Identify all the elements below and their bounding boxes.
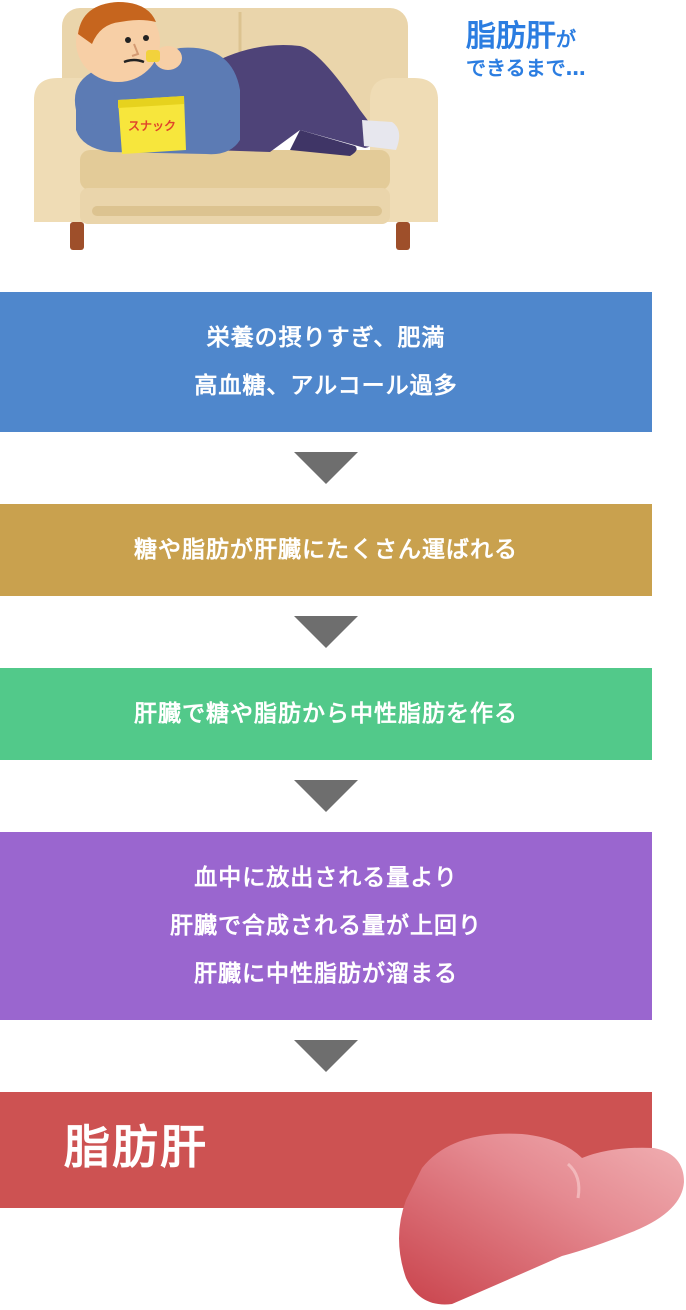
final-label: 脂肪肝 bbox=[64, 1120, 208, 1174]
step-4-line-3: 肝臓に中性脂肪が溜まる bbox=[194, 961, 458, 987]
step-1-line-2: 高血糖、アルコール過多 bbox=[194, 373, 458, 399]
sofa-person-illustration: スナック bbox=[34, 2, 438, 250]
step-2-line-1: 糖や脂肪が肝臓にたくさん運ばれる bbox=[134, 537, 518, 563]
snack-label: スナック bbox=[128, 119, 176, 133]
liver-illustration bbox=[399, 1133, 684, 1305]
step-4-line-2: 肝臓で合成される量が上回り bbox=[170, 913, 482, 939]
down-arrow-icon bbox=[294, 780, 358, 812]
page-title: 脂肪肝が できるまで… bbox=[466, 18, 586, 81]
down-arrow-icon bbox=[294, 1040, 358, 1072]
down-arrow-icon bbox=[294, 616, 358, 648]
down-arrow-icon bbox=[294, 452, 358, 484]
title-main: 脂肪肝 bbox=[466, 19, 556, 54]
title-suffix: が bbox=[556, 27, 576, 51]
step-4-box: 血中に放出される量より 肝臓で合成される量が上回り 肝臓に中性脂肪が溜まる bbox=[0, 832, 652, 1020]
step-4-line-1: 血中に放出される量より bbox=[194, 865, 458, 891]
step-1-box: 栄養の摂りすぎ、肥満 高血糖、アルコール過多 bbox=[0, 292, 652, 432]
step-2-box: 糖や脂肪が肝臓にたくさん運ばれる bbox=[0, 504, 652, 596]
step-1-line-1: 栄養の摂りすぎ、肥満 bbox=[206, 325, 446, 351]
step-3-line-1: 肝臓で糖や脂肪から中性脂肪を作る bbox=[134, 701, 518, 727]
snack-bag-icon: スナック bbox=[118, 96, 186, 154]
title-line2: できるまで… bbox=[466, 55, 586, 80]
step-3-box: 肝臓で糖や脂肪から中性脂肪を作る bbox=[0, 668, 652, 760]
